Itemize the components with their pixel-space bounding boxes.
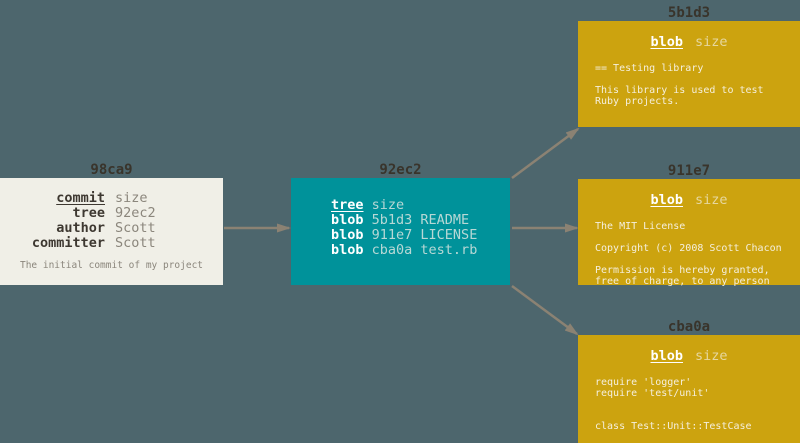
arrow-tree-to-blob-cba0a xyxy=(511,284,579,336)
blob-node-license: blob size The MIT License Copyright (c) 2… xyxy=(578,179,800,287)
commit-node-label: 98ca9 xyxy=(90,162,133,178)
tree-node-label: 92ec2 xyxy=(379,162,422,178)
blob-header: blob size xyxy=(578,348,800,364)
blob-content-line: The MIT License xyxy=(595,221,686,232)
blob-content-line: This library is used to test xyxy=(595,85,764,96)
commit-committer-value: Scott xyxy=(115,235,156,251)
tree-entry-row: blob 911e7 LICENSE xyxy=(331,228,510,243)
tree-entry-row: blob cba0a test.rb xyxy=(331,243,510,258)
commit-message: The initial commit of my project xyxy=(19,260,204,271)
tree-entries: tree size blob 5b1d3 README blob 911e7 L… xyxy=(291,178,510,258)
tree-type-keyword: tree xyxy=(331,197,364,213)
blob-content-line: Permission is hereby granted, xyxy=(595,265,770,276)
arrow-tree-to-blob-5b1d3 xyxy=(511,127,580,180)
commit-field-row: commit size xyxy=(0,191,223,206)
blob-content-line: Ruby projects. xyxy=(595,96,680,107)
blob-content-line: class Test::Unit::TestCase xyxy=(595,421,752,432)
blob-header: blob size xyxy=(578,192,800,208)
blob-node-readme: blob size == Testing library This library… xyxy=(578,21,800,127)
tree-entry-row: blob 5b1d3 README xyxy=(331,213,510,228)
tree-size-value: size xyxy=(371,197,405,213)
blob-header: blob size xyxy=(578,34,800,50)
tree-node: tree size blob 5b1d3 README blob 911e7 L… xyxy=(291,178,510,285)
blob-content-line xyxy=(595,399,796,410)
blob-content: == Testing library This library is used … xyxy=(595,63,796,107)
blob-content-line xyxy=(595,410,796,421)
commit-field-row: author Scott xyxy=(0,221,223,236)
blob-content: require 'logger' require 'test/unit' cla… xyxy=(595,377,796,432)
blob-node-testrb: blob size require 'logger' require 'test/… xyxy=(578,335,800,443)
commit-type-keyword: commit xyxy=(56,190,105,206)
blob-content-line: require 'logger' xyxy=(595,377,692,388)
blob-type-keyword: blob xyxy=(650,192,683,208)
commit-tree-key: tree xyxy=(72,205,105,221)
blob-type-keyword: blob xyxy=(650,34,683,50)
commit-field-row: committer Scott xyxy=(0,236,223,251)
blob-content-line xyxy=(595,232,796,243)
blob-node-label: 5b1d3 xyxy=(667,5,711,21)
commit-tree-value: 92ec2 xyxy=(115,205,156,221)
tree-entry-type: blob xyxy=(331,212,364,228)
blob-content-line: require 'test/unit' xyxy=(595,388,710,399)
commit-size-value: size xyxy=(115,190,148,206)
blob-content-line: == Testing library xyxy=(595,63,704,74)
blob-size-label: size xyxy=(695,34,728,50)
tree-entry-type: blob xyxy=(331,242,364,258)
tree-entry-value: 911e7 LICENSE xyxy=(371,227,478,243)
tree-entry-value: 5b1d3 README xyxy=(371,212,470,228)
tree-entry-value: cba0a test.rb xyxy=(371,242,478,258)
blob-size-label: size xyxy=(695,192,728,208)
blob-node-label: cba0a xyxy=(667,319,711,335)
blob-content: The MIT License Copyright (c) 2008 Scott… xyxy=(595,221,796,287)
blob-content-line xyxy=(595,254,796,265)
blob-size-label: size xyxy=(695,348,728,364)
commit-field-row: tree 92ec2 xyxy=(0,206,223,221)
commit-author-value: Scott xyxy=(115,220,156,236)
tree-entry-type: blob xyxy=(331,227,364,243)
blob-node-label: 911e7 xyxy=(667,163,711,179)
tree-entry-row: tree size xyxy=(331,198,510,213)
commit-committer-key: committer xyxy=(31,235,105,251)
blob-type-keyword: blob xyxy=(650,348,683,364)
blob-content-line xyxy=(595,74,796,85)
commit-author-key: author xyxy=(56,220,105,236)
blob-content-line: Copyright (c) 2008 Scott Chacon xyxy=(595,243,782,254)
blob-content-line: free of charge, to any person xyxy=(595,276,770,287)
